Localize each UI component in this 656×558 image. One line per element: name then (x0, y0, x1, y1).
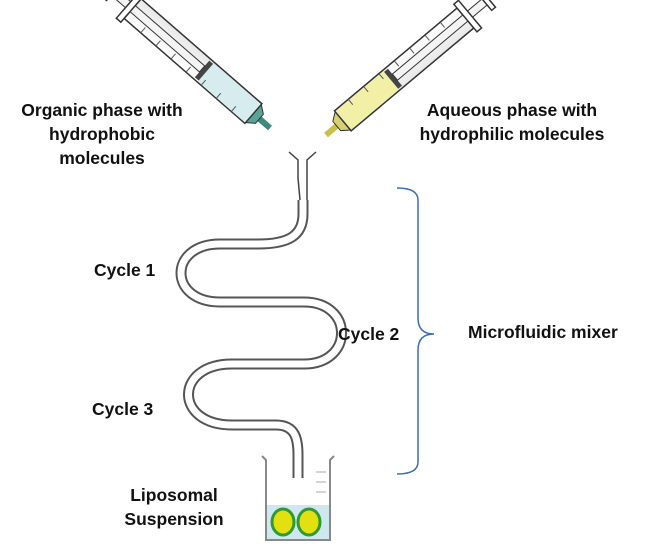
right-fluid (335, 71, 399, 130)
cycle-2-label: Cycle 2 (338, 324, 400, 344)
microfluidic-mixer-label: Microfluidic mixer (468, 322, 618, 342)
serpentine-channel (175, 200, 347, 478)
right-needle (324, 123, 339, 138)
y-junction (288, 151, 317, 201)
right-syringe (324, 0, 497, 138)
liposomal-suspension-label: Liposomal Suspension (104, 483, 244, 531)
organic-label-line-2: hydrophobic (49, 124, 155, 144)
left-syringe (101, 0, 272, 131)
aqueous-label-line-2: hydrophilic molecules (419, 124, 605, 144)
left-needle (257, 116, 272, 131)
cycle-1-label: Cycle 1 (94, 260, 156, 280)
liposome-left (270, 507, 296, 537)
liposomal-label-line-2: Suspension (124, 509, 224, 529)
liposome-right (296, 507, 322, 537)
left-fluid (197, 63, 261, 122)
organic-label-line-1: Organic phase with (21, 100, 183, 120)
organic-phase-label: Organic phase with hydrophobic molecules (2, 98, 202, 170)
beaker (261, 455, 335, 541)
aqueous-phase-label: Aqueous phase with hydrophilic molecules (392, 98, 632, 146)
organic-label-line-3: molecules (59, 148, 145, 168)
cycle-3-label: Cycle 3 (92, 399, 154, 419)
mixer-bracket (396, 187, 435, 475)
liposomal-label-line-1: Liposomal (130, 485, 218, 505)
aqueous-label-line-1: Aqueous phase with (426, 100, 598, 120)
